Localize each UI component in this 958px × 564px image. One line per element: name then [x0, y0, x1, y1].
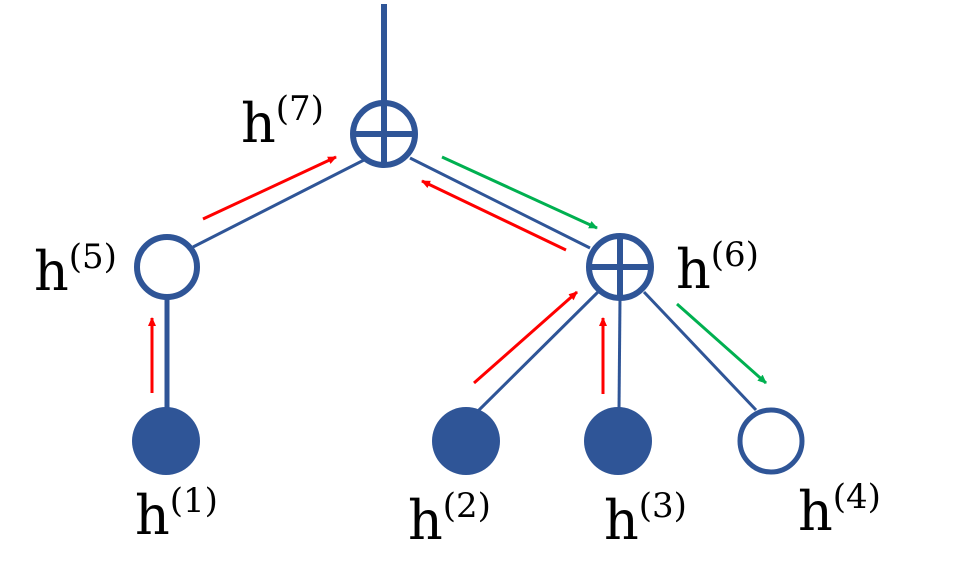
- edge-h7-h6: [409, 156, 591, 250]
- node-h4: [737, 407, 805, 475]
- edge-h6-h3: [617, 297, 622, 411]
- label-h7: h(7): [241, 89, 324, 155]
- label-h1: h(1): [135, 481, 218, 547]
- node-h6: [586, 233, 654, 301]
- label-h6: h(6): [676, 235, 759, 301]
- arrow-h6-to-h4: [676, 302, 767, 385]
- label-h3: h(3): [604, 486, 687, 552]
- node-h2: [432, 407, 500, 475]
- edge-h7-h5: [192, 158, 365, 249]
- message-arrows: [148, 155, 767, 394]
- node-h1: [132, 407, 200, 475]
- edge-h6-h2: [476, 290, 600, 413]
- arrow-h5-to-h7: [202, 155, 337, 221]
- label-h5: h(5): [34, 237, 117, 303]
- arrow-h6-to-h7: [421, 179, 567, 252]
- node-h5: [134, 234, 200, 300]
- node-h7: [350, 100, 418, 168]
- arrow-h2-to-h6: [473, 290, 578, 385]
- label-h4: h(4): [798, 477, 881, 543]
- node-h3: [584, 407, 652, 475]
- arrow-h7-to-h6: [441, 155, 598, 230]
- edge-h6-h4: [642, 290, 758, 412]
- tree-edges: [164, 156, 758, 413]
- label-h2: h(2): [408, 486, 491, 552]
